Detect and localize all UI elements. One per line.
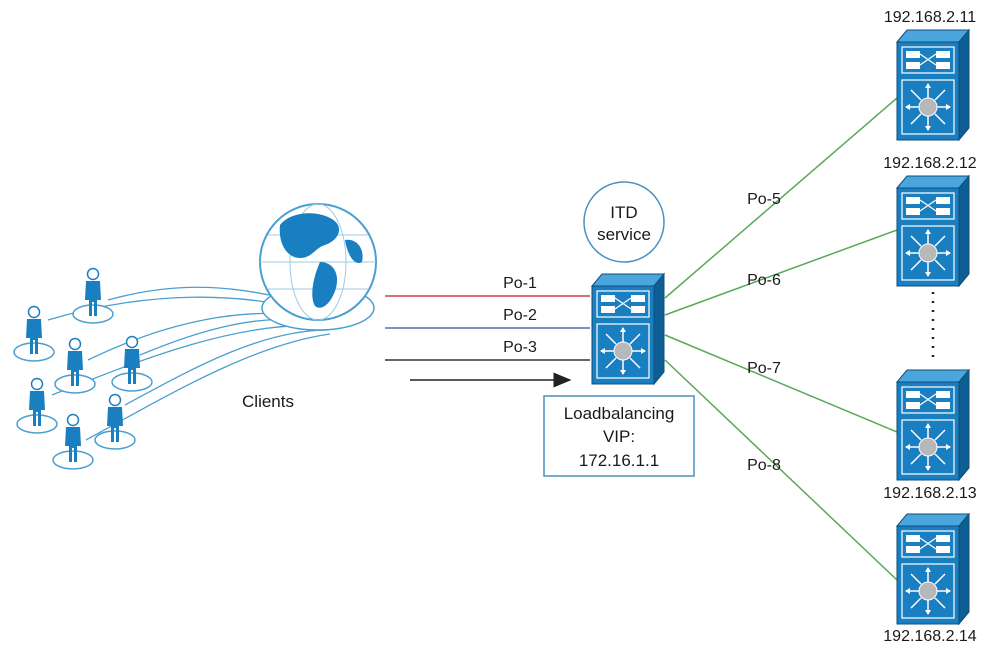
server-switch-icon xyxy=(896,29,970,141)
server-4: 192.168.2.14 xyxy=(883,513,977,645)
server-ip-label: 192.168.2.11 xyxy=(884,9,976,26)
po6-label: Po-6 xyxy=(747,272,781,289)
server-switch-icon xyxy=(896,513,970,625)
clients-label: Clients xyxy=(242,392,294,411)
server-ip-label: 192.168.2.13 xyxy=(883,485,977,502)
itd-service-bubble: ITD service xyxy=(583,181,665,263)
loadbalancing-line1: Loadbalancing xyxy=(564,404,675,423)
itd-service-line1: ITD xyxy=(610,203,637,222)
server-ip-label: 192.168.2.12 xyxy=(883,155,977,172)
po6-link xyxy=(664,229,898,316)
itd-service-line2: service xyxy=(597,225,651,244)
po5-link xyxy=(664,97,898,299)
client-user-icon xyxy=(16,377,58,434)
server-1: 192.168.2.11 xyxy=(884,9,976,141)
server-links xyxy=(664,97,898,581)
loadbalancing-line3: 172.16.1.1 xyxy=(579,451,659,470)
client-user-icon xyxy=(54,337,96,394)
internet-globe-icon xyxy=(259,203,377,331)
po1-label: Po-1 xyxy=(503,275,537,292)
po8-link xyxy=(664,359,898,581)
loadbalancing-vip-box: Loadbalancing VIP: 172.16.1.1 xyxy=(543,395,695,477)
client-user-icon xyxy=(72,267,114,324)
po5-label: Po-5 xyxy=(747,191,781,208)
po8-label: Po-8 xyxy=(747,457,781,474)
po7-label: Po-7 xyxy=(747,360,781,377)
po7-link xyxy=(664,334,898,433)
client-users xyxy=(13,267,153,470)
client-user-icon xyxy=(13,305,55,362)
client-links: Po-1 Po-2 Po-3 xyxy=(385,275,590,361)
client-user-icon xyxy=(111,335,153,392)
server-2: 192.168.2.12 xyxy=(883,155,977,287)
po2-label: Po-2 xyxy=(503,307,537,324)
server-switch-icon xyxy=(896,175,970,287)
server-ip-label: 192.168.2.14 xyxy=(883,628,977,645)
server-3: 192.168.2.13 xyxy=(883,369,977,502)
client-user-icon xyxy=(52,413,94,470)
server-switch-icon xyxy=(896,369,970,481)
itd-switch-icon xyxy=(591,273,665,385)
po3-label: Po-3 xyxy=(503,339,537,356)
loadbalancing-line2: VIP: xyxy=(603,427,635,446)
